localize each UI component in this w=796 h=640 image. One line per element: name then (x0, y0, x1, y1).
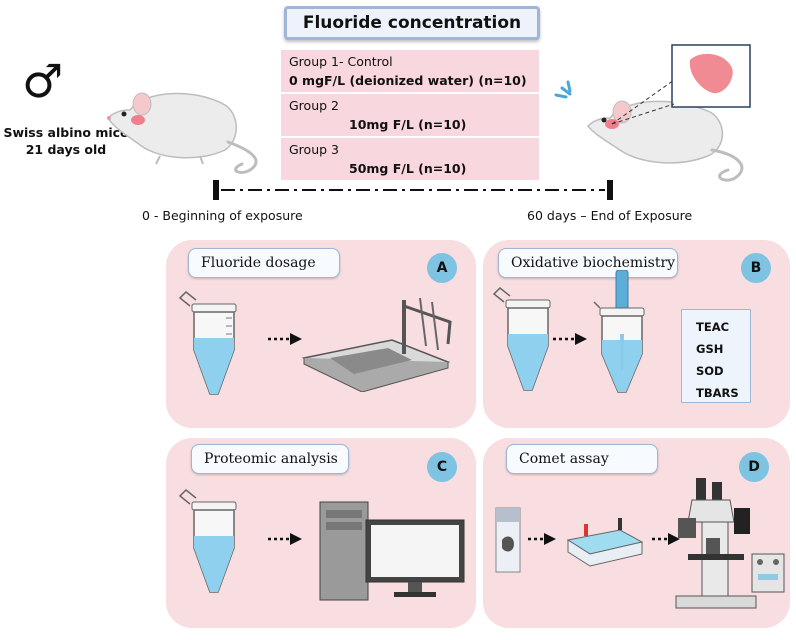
panel-title-text: Fluoride dosage (201, 255, 316, 271)
marker-item: TEAC (696, 320, 730, 334)
computer-icon (319, 501, 465, 601)
marker-item: TBARS (696, 386, 739, 400)
group-3: Group 3 50mg F/L (n=10) (281, 138, 539, 180)
subject-label: Swiss albino mice 21 days old (0, 124, 132, 158)
microscope-icon (675, 478, 785, 609)
group-label: Group 1- Control (289, 54, 393, 69)
ion-meter-icon (301, 297, 452, 392)
panel-title-b: Oxidative biochemistry (498, 248, 678, 278)
group-1: Group 1- Control 0 mgF/L (deionized wate… (281, 50, 539, 92)
group-detail: 10mg F/L (n=10) (349, 117, 467, 132)
mouse-left-icon (107, 92, 258, 174)
panel-title-d: Comet assay (506, 444, 658, 474)
panel-title-text: Oxidative biochemistry (511, 255, 676, 271)
group-label: Group 2 (289, 98, 339, 113)
mouse-right-icon (554, 44, 751, 182)
group-detail: 50mg F/L (n=10) (349, 161, 467, 176)
eppendorf-tube-icon (492, 286, 551, 391)
badge-label: A (436, 260, 448, 276)
panel-title-text: Proteomic analysis (204, 451, 338, 467)
badge-label: C (436, 459, 448, 475)
marker-item: GSH (696, 342, 724, 356)
page-title: Fluoride concentration (302, 13, 522, 33)
pipette-tube-icon (593, 270, 645, 393)
arrow-icon (268, 533, 302, 545)
group-label: Group 3 (289, 142, 339, 157)
timeline-end-label: 60 days – End of Exposure (527, 208, 693, 223)
title-box: Fluoride concentration (284, 6, 540, 40)
slide-icon (495, 507, 521, 573)
panel-title-text: Comet assay (519, 451, 609, 467)
arrow-icon (553, 333, 587, 345)
subject-line-2: 21 days old (25, 142, 107, 157)
arrow-icon (268, 333, 302, 345)
arrow-icon (652, 533, 680, 545)
badge-a: A (427, 253, 457, 283)
group-detail: 0 mgF/L (deionized water) (n=10) (289, 73, 527, 88)
badge-d: D (739, 452, 769, 482)
panel-title-a: Fluoride dosage (188, 248, 340, 278)
male-symbol-icon: ♂ (22, 54, 64, 108)
timeline-start-label: 0 - Beginning of exposure (142, 208, 303, 223)
badge-b: B (741, 253, 771, 283)
badge-label: B (750, 260, 762, 276)
marker-list: TEAC GSH SOD TBARS (681, 309, 751, 403)
group-2: Group 2 10mg F/L (n=10) (281, 94, 539, 136)
electrophoresis-icon (566, 518, 644, 567)
marker-item: SOD (696, 364, 724, 378)
subject-line-1: Swiss albino mice (3, 125, 129, 140)
badge-c: C (427, 452, 457, 482)
panel-title-c: Proteomic analysis (191, 444, 349, 474)
eppendorf-tube-icon (178, 290, 237, 395)
arrow-icon (528, 533, 556, 545)
timeline (213, 180, 613, 200)
badge-label: D (748, 459, 760, 475)
eppendorf-tube-icon (178, 488, 237, 593)
